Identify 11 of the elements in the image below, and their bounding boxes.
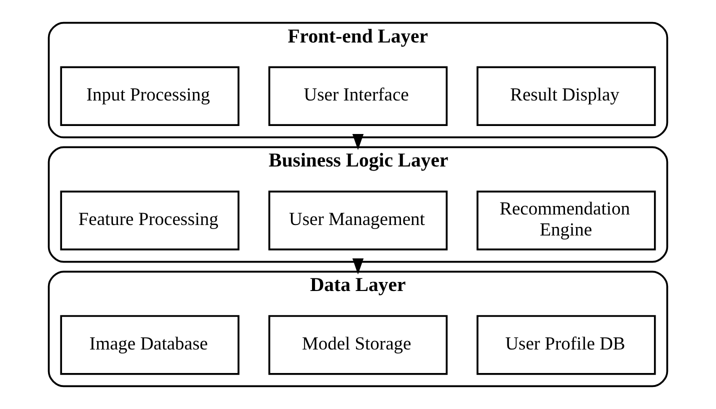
node-box: Recommendation Engine bbox=[476, 190, 656, 250]
node-box: User Interface bbox=[268, 66, 448, 126]
node-box: Input Processing bbox=[60, 66, 240, 126]
arrow bbox=[352, 258, 364, 274]
node-box: User Profile DB bbox=[476, 315, 656, 375]
node-box: Result Display bbox=[476, 66, 656, 126]
node-box: Model Storage bbox=[268, 315, 448, 375]
node-box: User Management bbox=[268, 190, 448, 250]
node-box: Image Database bbox=[60, 315, 240, 375]
arrow bbox=[352, 134, 364, 150]
node-box: Feature Processing bbox=[60, 190, 240, 250]
